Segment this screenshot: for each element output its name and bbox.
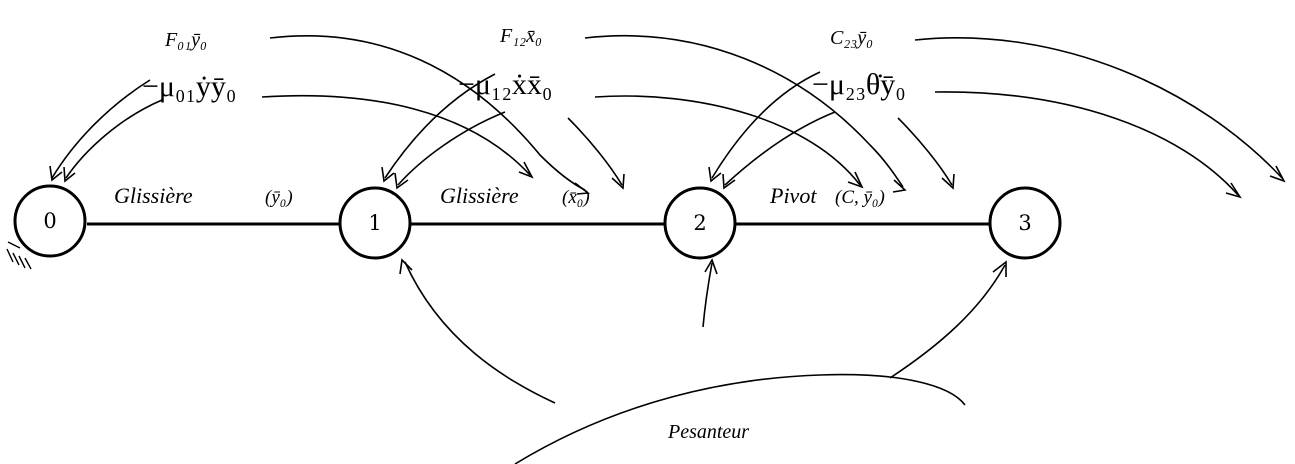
node-3-label: 3 [1018, 211, 1031, 235]
node-1-label: 1 [368, 211, 381, 235]
arrow-mu01-to-1 [261, 94, 531, 176]
arrow-mu23-fork [897, 117, 953, 186]
arrowhead [1225, 182, 1242, 199]
arrow-f12-to-1 [384, 73, 496, 179]
friction-label-23: −μ₂₃θ̇ȳ₀ [812, 68, 906, 101]
gravity-swoosh [514, 373, 966, 464]
arrowhead [892, 179, 907, 193]
arrowhead [49, 165, 63, 182]
joint-name: Pivot [769, 183, 817, 208]
joint-label-0-1: Glissière (ȳ₀) [114, 183, 293, 208]
joint-label-1-2: Glissière (x̄₀) [440, 183, 590, 208]
action-label-f12: F₁₂x̄₀ [499, 25, 542, 47]
node-2-label: 2 [693, 211, 706, 235]
arrowhead [847, 171, 864, 189]
arrowhead [518, 161, 534, 179]
arrowhead [704, 258, 718, 275]
arrowhead [941, 173, 955, 190]
arrowhead [708, 166, 722, 183]
joint-label-2-3: Pivot (C, ȳ₀) [769, 183, 885, 208]
joint-vector: (ȳ₀) [265, 187, 293, 208]
arrowhead [381, 166, 395, 183]
arrowhead [722, 173, 736, 190]
arrow-f01-to-1 [269, 34, 586, 191]
action-label-f01: F₀₁ȳ₀ [164, 29, 207, 51]
joint-vector: (x̄₀) [562, 187, 590, 208]
arrowhead [63, 166, 76, 183]
arrowhead [394, 172, 409, 190]
arrow-mu23-to-3 [934, 91, 1239, 196]
node-0: 0 [13, 184, 87, 258]
arrow-c23-to-3 [914, 37, 1283, 179]
joint-vector: (C, ȳ₀) [835, 187, 885, 208]
friction-label-12: −μ₁₂ẋx̄₀ [458, 68, 552, 101]
arrow-c23-to-2 [711, 71, 821, 179]
arrow-mu01-to-0 [65, 99, 163, 179]
joint-name: Glissière [114, 183, 193, 208]
arrowhead [574, 182, 591, 195]
arrowhead [992, 260, 1007, 277]
gravity-label: Pesanteur [667, 421, 749, 443]
ground-hatch [6, 241, 32, 270]
action-label-c23: C₂₃ȳ₀ [830, 27, 873, 49]
arrowhead [611, 173, 625, 190]
arrow-mu12-to-1 [397, 111, 506, 186]
friction-label-01: −μ₀₁ẏȳ₀ [142, 70, 236, 103]
arrow-gravity-to-2 [702, 262, 713, 328]
arrow-gravity-to-3 [889, 264, 1006, 379]
arrow-mu12-fork [567, 117, 623, 186]
arrowhead [399, 258, 413, 275]
node-0-label: 0 [43, 209, 56, 233]
arrowhead [1269, 165, 1286, 183]
arrow-mu12-to-2 [594, 95, 861, 186]
node-2: 2 [663, 186, 737, 260]
node-3: 3 [988, 186, 1062, 260]
arrow-f12-to-2 [584, 34, 904, 188]
node-1: 1 [338, 186, 412, 260]
joint-name: Glissière [440, 183, 519, 208]
arrow-mu23-to-2 [724, 111, 836, 186]
arrow-gravity-to-1 [404, 261, 556, 404]
arrow-f01-to-0 [51, 79, 151, 179]
